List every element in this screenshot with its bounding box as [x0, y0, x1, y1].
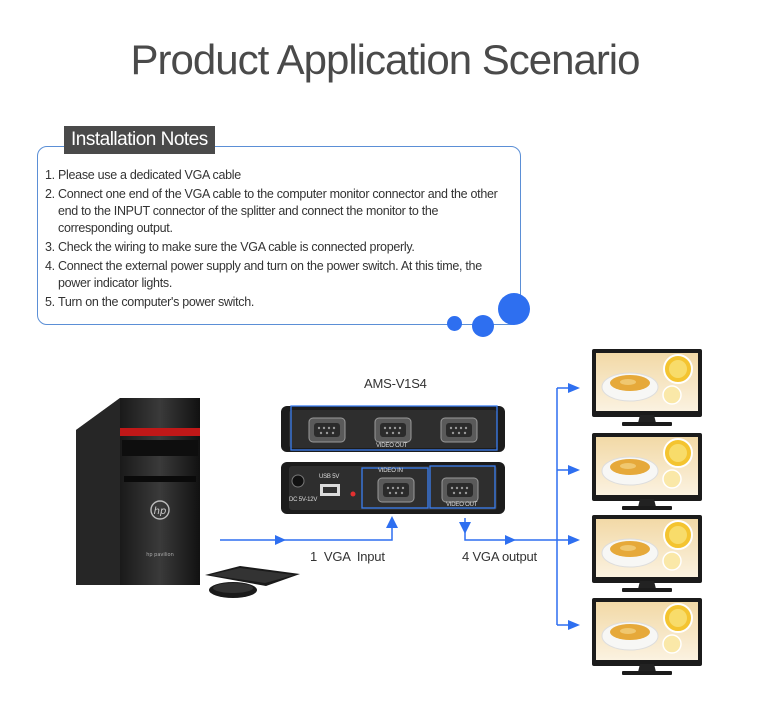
note-text: Connect one end of the VGA cable to the … — [58, 187, 498, 235]
model-label: AMS-V1S4 — [364, 376, 427, 391]
installation-notes-heading: Installation Notes — [64, 126, 215, 154]
monitor-3 — [591, 514, 703, 593]
note-number: 1. — [45, 168, 55, 182]
computer-tower: hp hp pavilion — [76, 398, 200, 585]
arrow-icons — [275, 383, 580, 630]
note-item: 2. Connect one end of the VGA cable to t… — [45, 186, 515, 237]
note-number: 2. — [45, 187, 55, 201]
note-item: 3. Check the wiring to make sure the VGA… — [45, 239, 515, 256]
note-number: 4. — [45, 259, 55, 273]
decor-dot-small — [447, 316, 462, 331]
decor-dot-medium — [472, 315, 494, 337]
splitter-front-panel — [281, 405, 505, 452]
monitor-2 — [591, 432, 703, 511]
usb-label: USB 5V — [319, 474, 340, 480]
installation-notes-list: 1. Please use a dedicated VGA cable 2. C… — [45, 167, 515, 313]
page-title: Product Application Scenario — [130, 36, 641, 83]
note-item: 4. Connect the external power supply and… — [45, 258, 515, 292]
note-number: 3. — [45, 240, 55, 254]
svg-text:hp: hp — [154, 506, 167, 517]
panel-back-in-label: VIDEO IN — [378, 468, 403, 474]
note-item: 5. Turn on the computer's power switch. — [45, 294, 515, 311]
note-text: Connect the external power supply and tu… — [58, 259, 482, 290]
panel-front-label: VIDEO OUT — [376, 443, 408, 449]
decor-dot-large — [498, 293, 530, 325]
note-text: Turn on the computer's power switch. — [58, 295, 255, 309]
input-label: 1 VGA Input — [310, 549, 385, 564]
svg-text:hp pavilion: hp pavilion — [146, 552, 174, 558]
note-item: 1. Please use a dedicated VGA cable — [45, 167, 515, 184]
note-number: 5. — [45, 295, 55, 309]
dc-label: DC 5V-12V — [289, 497, 318, 503]
note-text: Check the wiring to make sure the VGA ca… — [58, 240, 415, 254]
monitor-1 — [591, 348, 703, 427]
monitor-4 — [591, 597, 703, 676]
mouse — [209, 582, 257, 598]
note-text: Please use a dedicated VGA cable — [58, 168, 241, 182]
panel-back-out-label: VIDEO OUT — [446, 502, 478, 508]
splitter-back-panel — [281, 462, 505, 514]
installation-notes-box — [37, 146, 521, 325]
keyboard — [205, 566, 300, 586]
output-label: 4 VGA output — [462, 549, 537, 564]
